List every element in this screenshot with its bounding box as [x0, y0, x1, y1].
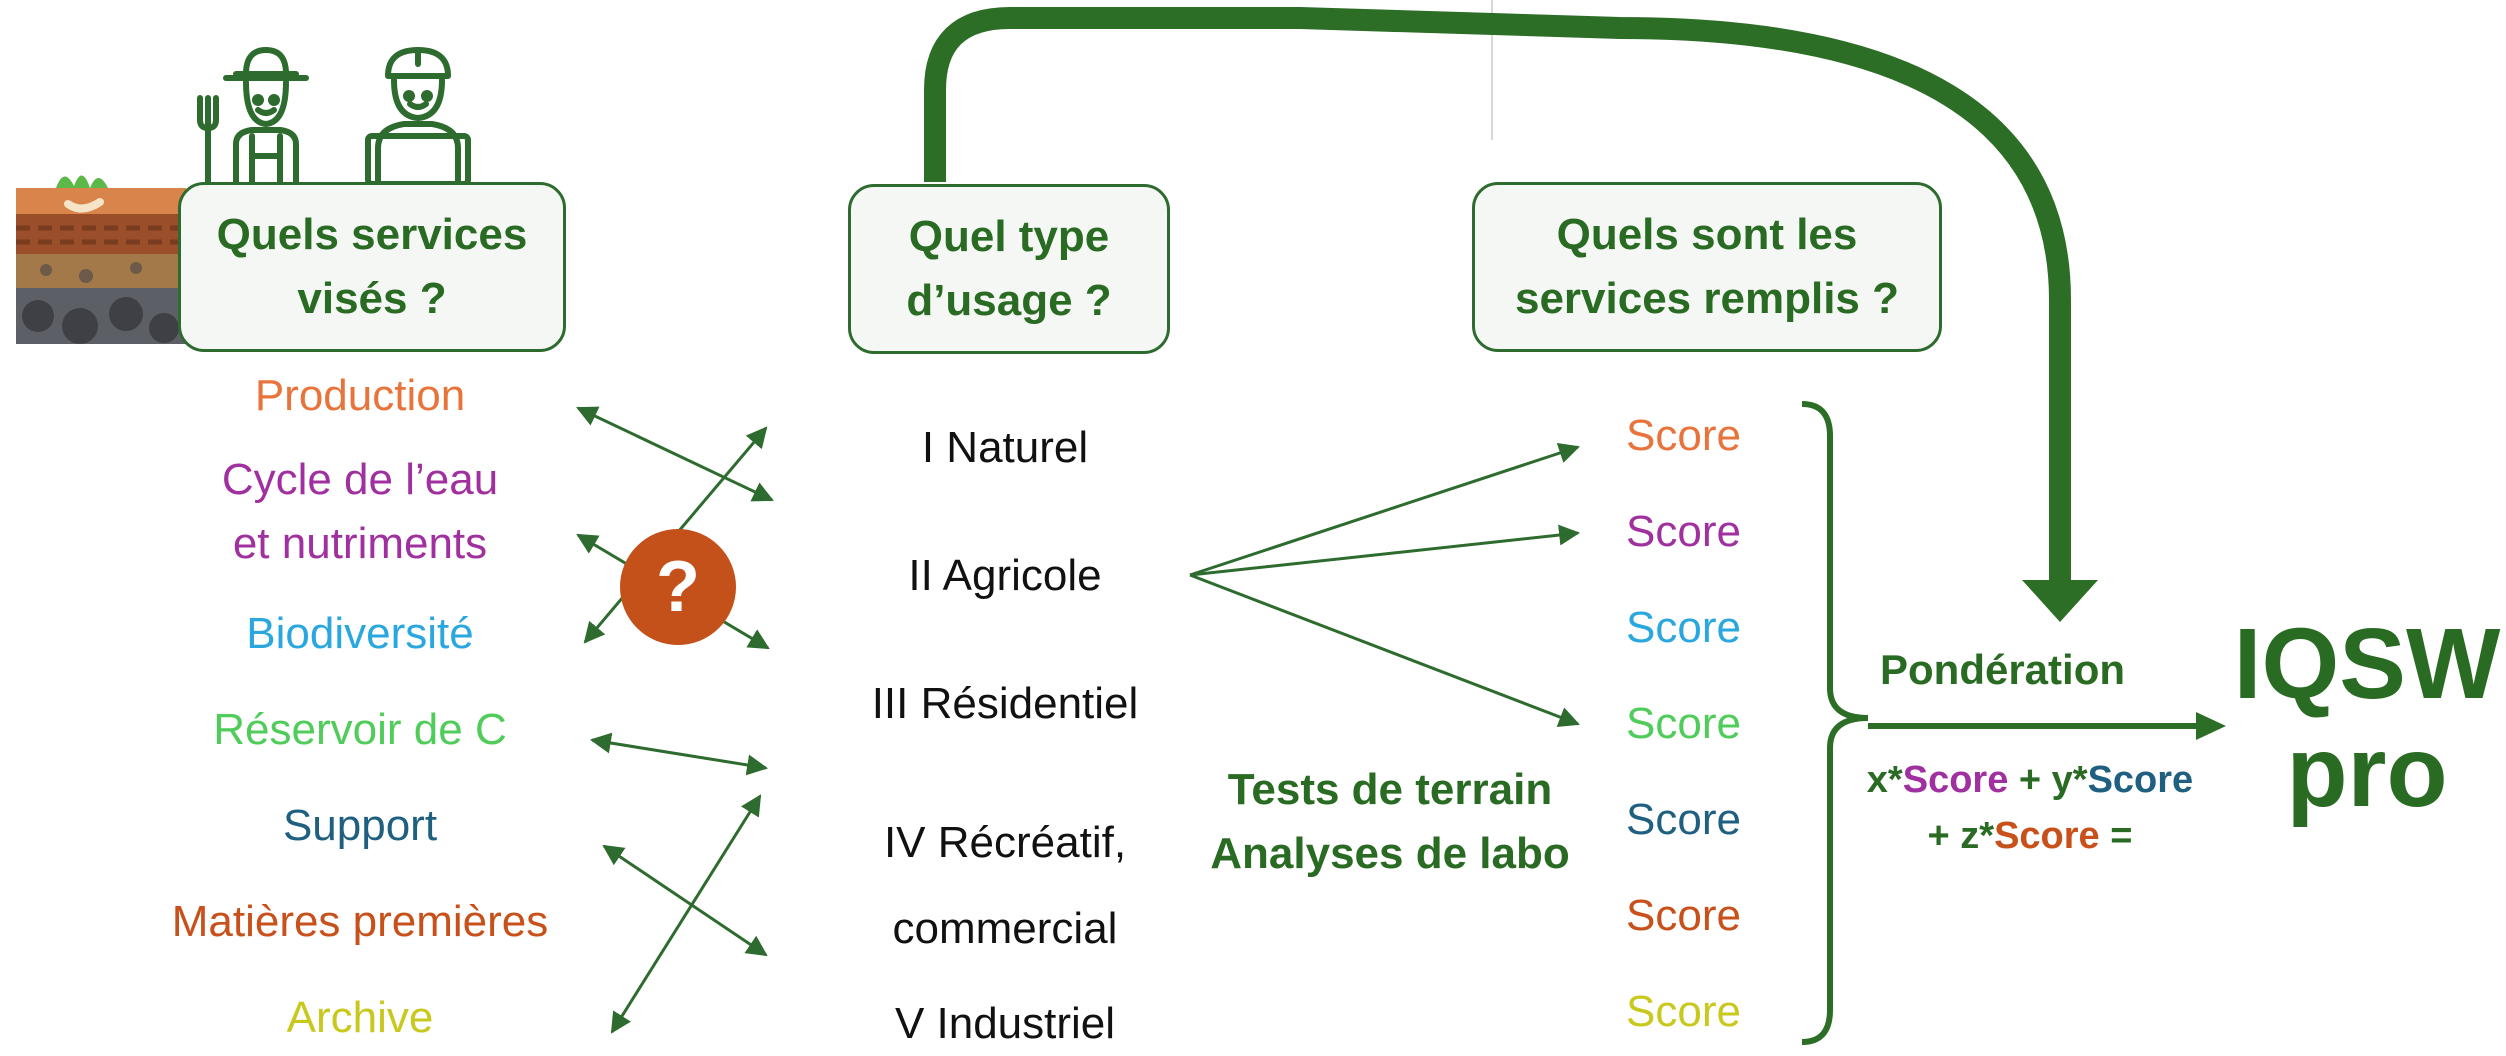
score-support: Score: [1626, 795, 1741, 844]
score-production: Score: [1626, 411, 1741, 460]
worker-with-laptop-icon: [365, 47, 471, 184]
fan-arrow-score-4: [1189, 573, 1580, 728]
score-carbon-reservoir: Score: [1626, 699, 1741, 748]
usage-residential: III Résidentiel: [820, 672, 1190, 736]
header-services-targeted: Quels services visés ?: [178, 182, 566, 352]
result-line-2: pro: [2286, 716, 2448, 828]
service-carbon-reservoir-label: Réservoir de C: [213, 705, 507, 754]
question-mark-glyph: ?: [656, 547, 700, 627]
header-services-fulfilled-line-1: Quels sont les: [1556, 210, 1858, 259]
score-water-nutrients: Score: [1626, 507, 1741, 556]
service-archive-label: Archive: [286, 993, 434, 1042]
service-raw-materials-label: Matières premières: [171, 897, 549, 946]
link-recreatif-archive: [610, 794, 762, 1034]
formula-x-coef: x*: [1866, 759, 1903, 801]
fan-arrow-score-2: [1189, 524, 1581, 577]
usage-agricultural-label: II Agricole: [908, 551, 1102, 600]
usage-natural-label: I Naturel: [921, 423, 1089, 472]
formula-score-3: Score: [1994, 815, 2100, 857]
formula-score-1: Score: [1902, 759, 2009, 801]
formula-y-coef: + y*: [2008, 759, 2088, 801]
formula-score-2: Score: [2087, 759, 2194, 801]
service-archive: Archive: [140, 986, 580, 1050]
service-carbon-reservoir: Réservoir de C: [140, 698, 580, 762]
scores-brace: [1801, 401, 1869, 1045]
service-production: Production: [140, 364, 580, 428]
arrow-to-result-head: [2196, 712, 2226, 740]
service-water-nutrients: Cycle de l’eau et nutriments: [140, 448, 580, 576]
usage-industrial: V Industriel: [820, 992, 1190, 1056]
header-usage-type-line-2: d’usage ?: [906, 276, 1112, 325]
link-carbone-residentiel: [589, 732, 769, 776]
question-mark-icon: [620, 529, 736, 645]
fan-arrow-score-1: [1189, 442, 1580, 577]
score-biodiversity: Score: [1626, 603, 1741, 652]
header-usage-type-line-1: Quel type: [908, 212, 1110, 261]
weighting-title: Pondération: [1880, 646, 2126, 693]
field-lab-tests: Tests de terrain Analyses de labo: [1180, 758, 1600, 886]
feedback-arrow: [924, 6, 2071, 580]
lab-analyses-label: Analyses de labo: [1210, 829, 1570, 878]
score-raw-materials: Score: [1626, 891, 1741, 940]
service-water-nutrients-line-1: Cycle de l’eau: [221, 455, 499, 504]
usage-residential-label: III Résidentiel: [871, 679, 1139, 728]
farmer-icon: [197, 47, 309, 184]
usage-recreational-line-2: commercial: [892, 904, 1118, 953]
usage-natural: I Naturel: [820, 416, 1190, 480]
service-support-label: Support: [282, 801, 438, 850]
usage-agricultural: II Agricole: [820, 544, 1190, 608]
usage-recreational-line-1: IV Récréatif,: [883, 818, 1127, 867]
header-services-targeted-line-2: visés ?: [297, 274, 447, 323]
service-raw-materials: Matières premières: [140, 890, 580, 954]
formula-equals: =: [2099, 815, 2133, 857]
service-biodiversity: Biodiversité: [140, 602, 580, 666]
header-usage-type: Quel type d’usage ?: [848, 184, 1170, 354]
weighting-formula-line-1: x*Score + y*Score: [1850, 752, 2210, 808]
service-water-nutrients-line-2: et nutriments: [232, 519, 488, 568]
usage-recreational-commercial: IV Récréatif, commercial: [820, 800, 1190, 972]
header-services-targeted-line-1: Quels services: [216, 210, 528, 259]
service-production-label: Production: [254, 371, 466, 420]
score-archive: Score: [1626, 987, 1741, 1036]
result-iqsw-pro: IQSW pro: [2232, 610, 2502, 826]
feedback-arrowhead: [2022, 580, 2098, 622]
header-services-fulfilled: Quels sont les services remplis ?: [1472, 182, 1942, 352]
usage-industrial-label: V Industriel: [894, 999, 1116, 1048]
soil-profile-icon: [16, 175, 186, 344]
formula-z-coef: + z*: [1927, 815, 1995, 857]
header-services-fulfilled-line-2: services remplis ?: [1514, 274, 1899, 323]
result-line-1: IQSW: [2233, 608, 2501, 720]
weighting-formula: x*Score + y*Score + z*Score =: [1850, 752, 2210, 864]
weighting-formula-line-2: + z*Score =: [1850, 808, 2210, 864]
service-biodiversity-label: Biodiversité: [246, 609, 474, 658]
field-tests-label: Tests de terrain: [1227, 765, 1553, 814]
link-support-industriel: [602, 844, 768, 957]
service-support: Support: [140, 794, 580, 858]
